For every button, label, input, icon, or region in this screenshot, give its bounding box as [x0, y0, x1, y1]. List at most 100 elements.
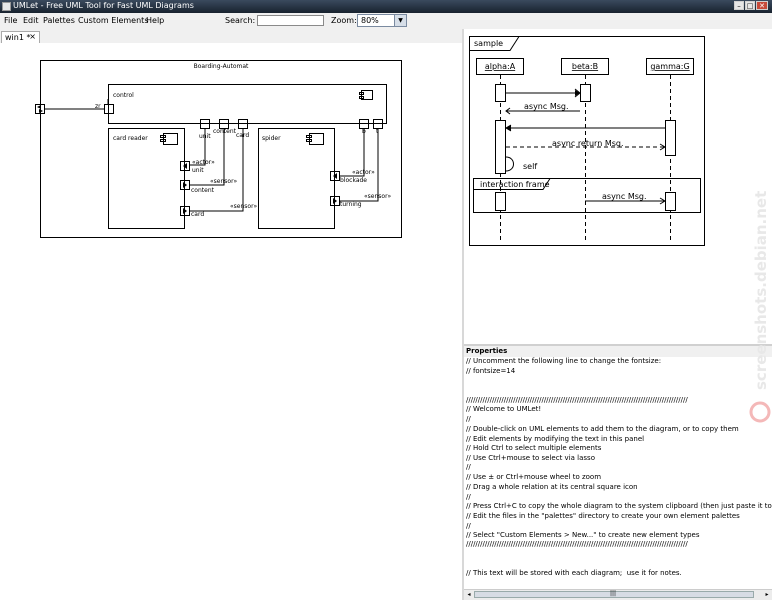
port-content [219, 119, 229, 129]
watermark: screenshots.debian.net [742, 185, 772, 425]
zoom-label: Zoom: [331, 16, 357, 25]
scroll-right-icon[interactable]: ▸ [765, 591, 769, 598]
properties-scrollbar[interactable]: ◂ ||| ▸ [464, 589, 772, 600]
port-card [238, 119, 248, 129]
menu-edit[interactable]: Edit [23, 16, 39, 25]
spider-component [258, 128, 335, 229]
port-unit-cr [180, 161, 190, 171]
msg-async2-label: async Msg. [602, 192, 647, 201]
properties-line: // Double-click on UML elements to add t… [466, 425, 739, 433]
sp-blockade-label: blockade [340, 177, 367, 184]
diagram-canvas[interactable]: Boarding-Automat zr control card reader … [0, 43, 462, 600]
zoom-value: 80% [361, 16, 379, 25]
card-reader-component [108, 128, 185, 229]
sp-turning-stereotype: «sensor» [364, 193, 392, 200]
properties-line: ////////////////////////////////////////… [466, 540, 688, 548]
port-blockade-sp [330, 171, 340, 181]
port-t [373, 119, 383, 129]
port-card-cr [180, 206, 190, 216]
panel-divider[interactable] [462, 29, 464, 600]
close-icon[interactable]: × [29, 32, 36, 41]
properties-line: // [466, 415, 471, 423]
maximize-button[interactable]: □ [745, 1, 755, 10]
palette-svg: sample alpha:A beta:B gamma:G async Msg.… [469, 36, 705, 246]
properties-line: // Edit the files in the "palettes" dire… [466, 512, 740, 520]
card-reader-label: card reader [113, 135, 148, 142]
lifeline-gamma [646, 58, 694, 75]
minimize-button[interactable]: – [734, 1, 744, 10]
properties-line: ////////////////////////////////////////… [466, 396, 688, 404]
cr-unit-label: unit [192, 167, 204, 174]
control-label: control [113, 92, 134, 99]
properties-line: // Use ± or Ctrl+mouse wheel to zoom [466, 473, 602, 481]
control-component [108, 84, 387, 124]
properties-line: // This text will be stored with each di… [466, 569, 682, 577]
tab-win1[interactable]: win1 * × [1, 31, 40, 43]
properties-line: // Drag a whole relation at its central … [466, 483, 638, 491]
menu-help[interactable]: Help [146, 16, 165, 25]
properties-line: // [466, 493, 471, 501]
window-controls: – □ ✕ [734, 1, 768, 10]
port-t-label: t [376, 128, 379, 135]
cr-card-label: card [191, 211, 204, 218]
msg-self-label: self [523, 162, 537, 171]
boarding-automat-frame [40, 60, 402, 238]
diagram-tabs: win1 * × [0, 29, 462, 44]
port-unit-label: unit [199, 133, 211, 140]
chevron-down-icon[interactable]: ▼ [394, 15, 406, 26]
port-b [359, 119, 369, 129]
menu-bar: File Edit Palettes Custom Elements Help … [0, 13, 772, 30]
palette-panel[interactable]: sample alpha:A beta:B gamma:G async Msg.… [464, 29, 772, 344]
watermark-text: screenshots.debian.net [752, 191, 770, 390]
menu-file[interactable]: File [4, 16, 18, 25]
sp-blockade-stereotype: «actor» [352, 169, 375, 176]
port-b-label: b [362, 128, 366, 135]
port-unit [200, 119, 210, 129]
port-turning-sp [330, 196, 340, 206]
title-bar: UMLet - Free UML Tool for Fast UML Diagr… [0, 0, 772, 13]
properties-line: // Hold Ctrl to select multiple elements [466, 444, 602, 452]
msg-async-label: async Msg. [524, 102, 569, 111]
cr-content-label: content [191, 187, 215, 194]
tab-label: win1 * [5, 33, 31, 42]
properties-line: // Select "Custom Elements > New..." to … [466, 531, 700, 539]
diagram-title: Boarding-Automat [194, 63, 249, 70]
port-card-label: card [236, 132, 249, 139]
scroll-thumb[interactable]: ||| [474, 590, 754, 598]
beta-label: beta:B [572, 62, 598, 71]
grip-icon: ||| [610, 590, 617, 597]
properties-line: // Uncomment the following line to chang… [466, 357, 662, 365]
scroll-left-icon[interactable]: ◂ [467, 591, 471, 598]
menu-palettes[interactable]: Palettes [43, 16, 75, 25]
properties-line: // Edit elements by modifying the text i… [466, 435, 645, 443]
cr-unit-stereotype: «actor» [192, 159, 215, 166]
search-input[interactable] [257, 15, 324, 26]
gamma-label: gamma:G [650, 62, 689, 71]
alpha-label: alpha:A [485, 62, 516, 71]
cr-content-stereotype: «sensor» [210, 178, 238, 185]
app-icon [2, 2, 11, 11]
port-content-label: content [213, 128, 237, 135]
spider-label: spider [262, 135, 281, 142]
msg-return-label: async return Msg. [552, 139, 624, 148]
panel-splitter[interactable] [464, 344, 772, 346]
port-zr-left [35, 104, 45, 114]
diagram-svg: Boarding-Automat zr control card reader … [35, 60, 402, 238]
interaction-frame [473, 178, 701, 213]
sample-frame [469, 36, 705, 246]
search-label: Search: [225, 16, 256, 25]
properties-editor[interactable]: // Uncomment the following line to chang… [464, 357, 772, 589]
debian-logo-icon [749, 401, 771, 423]
properties-line: // Welcome to UMLet! [466, 405, 542, 413]
properties-line: // Use Ctrl+mouse to select via lasso [466, 454, 595, 462]
properties-line: // fontsize=14 [466, 367, 516, 375]
properties-line: // [466, 463, 471, 471]
close-button[interactable]: ✕ [756, 1, 768, 10]
properties-line: // [466, 522, 471, 530]
palette-frame-label: sample [474, 39, 503, 48]
menu-custom-elements[interactable]: Custom Elements [78, 16, 149, 25]
port-zr-right [104, 104, 114, 114]
sp-turning-label: turning [340, 201, 362, 208]
properties-title: Properties [466, 347, 508, 355]
zoom-select[interactable]: 80% ▼ [357, 14, 407, 27]
